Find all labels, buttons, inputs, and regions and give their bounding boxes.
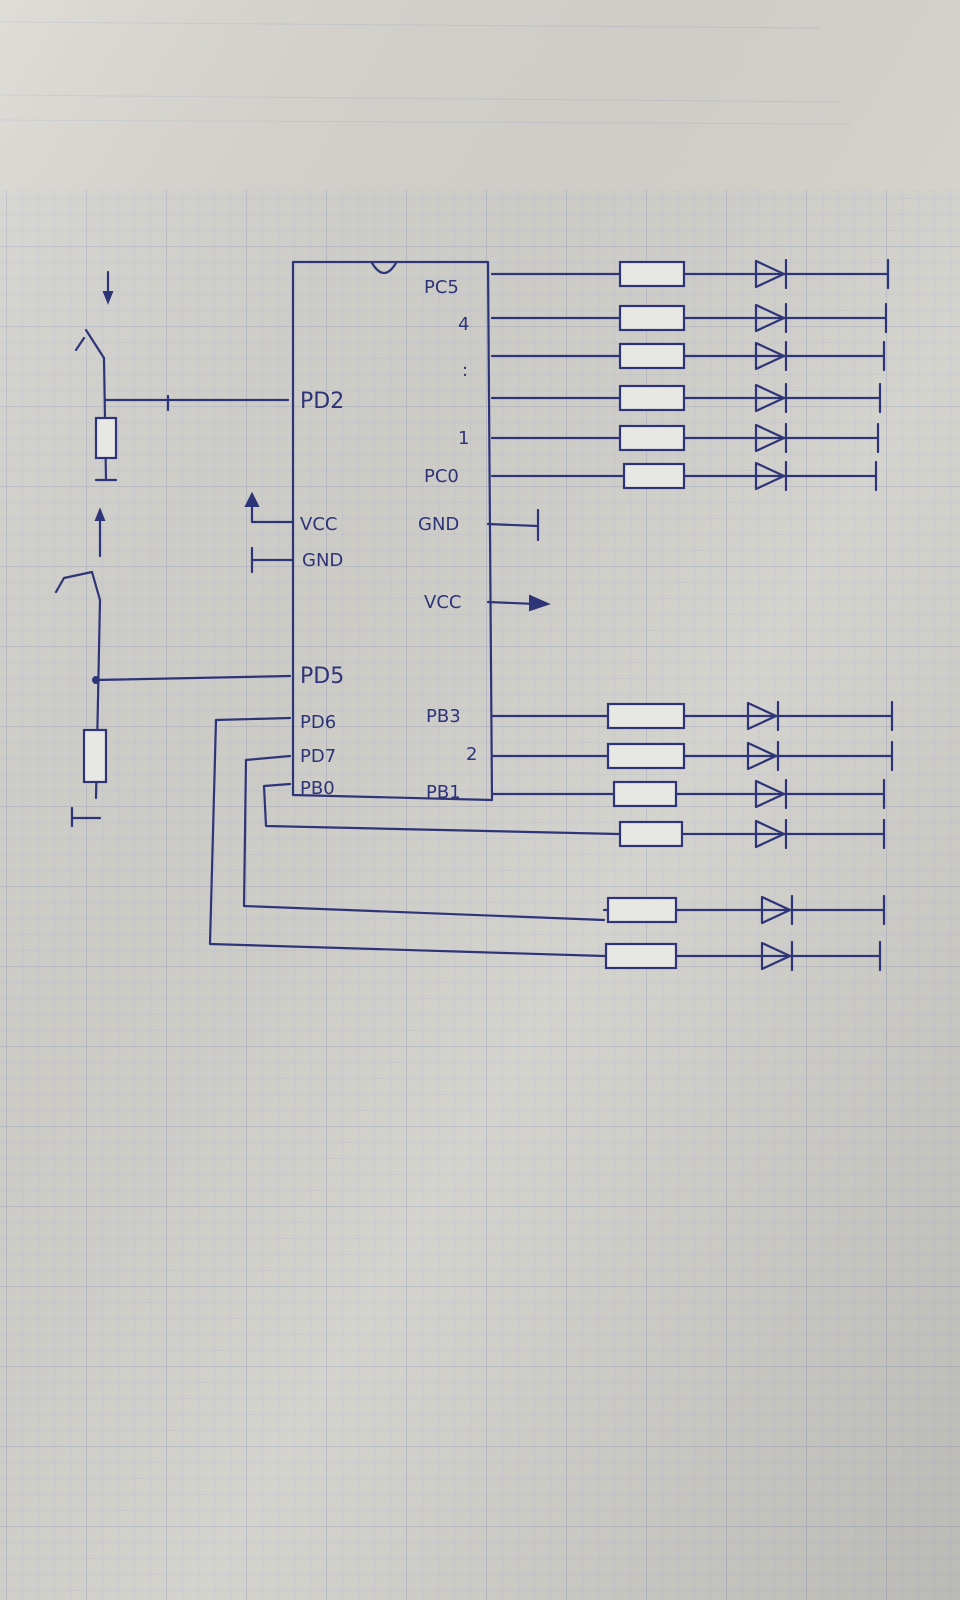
- led-diode: [754, 341, 786, 371]
- left-power-pins: [244, 491, 294, 574]
- pin-label-pc5: PC5: [424, 277, 459, 298]
- led-diode: [760, 941, 792, 971]
- pin-label-pb2: 2: [466, 744, 477, 765]
- pin-label-dots: :: [462, 360, 468, 381]
- led-row-4: [490, 382, 882, 414]
- led-diode: [754, 461, 786, 491]
- pin-label-gnd: GND: [302, 550, 343, 571]
- pin-label-gnd-right: GND: [418, 514, 459, 535]
- pin-label-pd5: PD5: [300, 664, 344, 689]
- led-row-11: [602, 894, 886, 926]
- resistor: [604, 942, 678, 970]
- led-row-3: [490, 340, 886, 372]
- pin-label-pb1: PB1: [426, 782, 461, 803]
- pulldown-resistor-1: [94, 416, 118, 460]
- resistor: [606, 742, 686, 770]
- routed-wires: [208, 716, 620, 958]
- pin-label-pc4: 4: [458, 314, 469, 335]
- led-row-7: [490, 700, 894, 732]
- led-row-8: [490, 740, 894, 772]
- resistor: [618, 424, 686, 452]
- right-pin-labels: PC5 4 : 1 PC0 GND VCC PB3 2 PB1: [418, 277, 477, 803]
- button-circuit-pd2: [74, 270, 290, 482]
- resistor: [622, 462, 686, 490]
- left-pin-labels: PD2 VCC GND PD5 PD6 PD7 PB0: [300, 389, 344, 799]
- junction-dot: [92, 676, 100, 684]
- led-row-12: [602, 940, 882, 972]
- led-diode: [754, 383, 786, 413]
- led-diode: [760, 895, 792, 925]
- pin-label-pc0: PC0: [424, 466, 459, 487]
- led-rows: [490, 258, 894, 972]
- resistor: [618, 260, 686, 288]
- led-diode: [754, 819, 786, 849]
- pin-label-pc1: 1: [458, 428, 469, 449]
- pin-label-pb0: PB0: [300, 778, 335, 799]
- button-circuit-pd5: [54, 507, 292, 828]
- pin-label-pd2: PD2: [300, 389, 344, 414]
- led-row-5: [490, 422, 880, 454]
- led-diode: [754, 423, 786, 453]
- led-row-2: [490, 302, 888, 334]
- pin-label-vcc-right: VCC: [424, 592, 461, 613]
- resistor: [618, 304, 686, 332]
- pin-label-pb3: PB3: [426, 706, 461, 727]
- led-diode: [746, 701, 778, 731]
- resistor: [618, 342, 686, 370]
- resistor: [618, 820, 684, 848]
- led-row-1: [490, 258, 890, 290]
- pin-label-vcc: VCC: [300, 514, 337, 535]
- microcontroller-chip: [291, 260, 494, 802]
- right-power-pins: [486, 508, 551, 612]
- led-diode: [754, 779, 786, 809]
- pin-label-pd6: PD6: [300, 712, 336, 733]
- led-row-9: [490, 778, 886, 810]
- led-diode: [754, 259, 786, 289]
- resistor: [606, 702, 686, 730]
- led-row-6: [490, 460, 878, 492]
- pulldown-resistor-2: [82, 728, 108, 784]
- resistor: [618, 384, 686, 412]
- led-diode: [754, 303, 786, 333]
- resistor: [612, 780, 678, 808]
- led-diode: [746, 741, 778, 771]
- led-row-10: [616, 818, 886, 850]
- resistor: [606, 896, 678, 924]
- pin-label-pd7: PD7: [300, 746, 336, 767]
